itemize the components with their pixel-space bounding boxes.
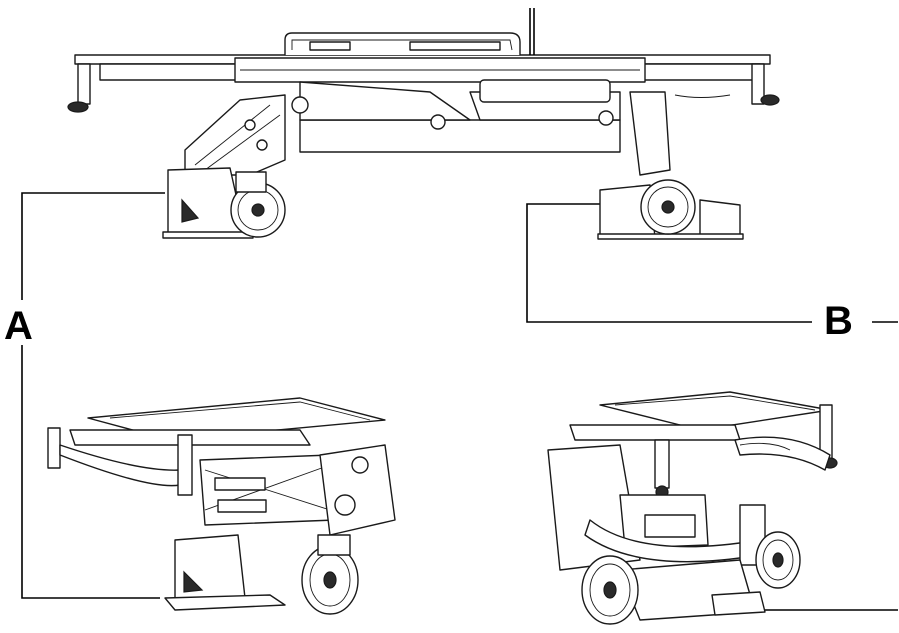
leader-line-a: [21, 192, 165, 599]
callout-label-b: B: [824, 299, 853, 343]
leader-line-b: [526, 203, 898, 611]
callout-label-a: A: [4, 304, 33, 348]
stretcher-side-view: [67, 8, 780, 240]
stretcher-perspective-head: [47, 397, 396, 615]
stretcher-perspective-foot: [547, 391, 838, 625]
